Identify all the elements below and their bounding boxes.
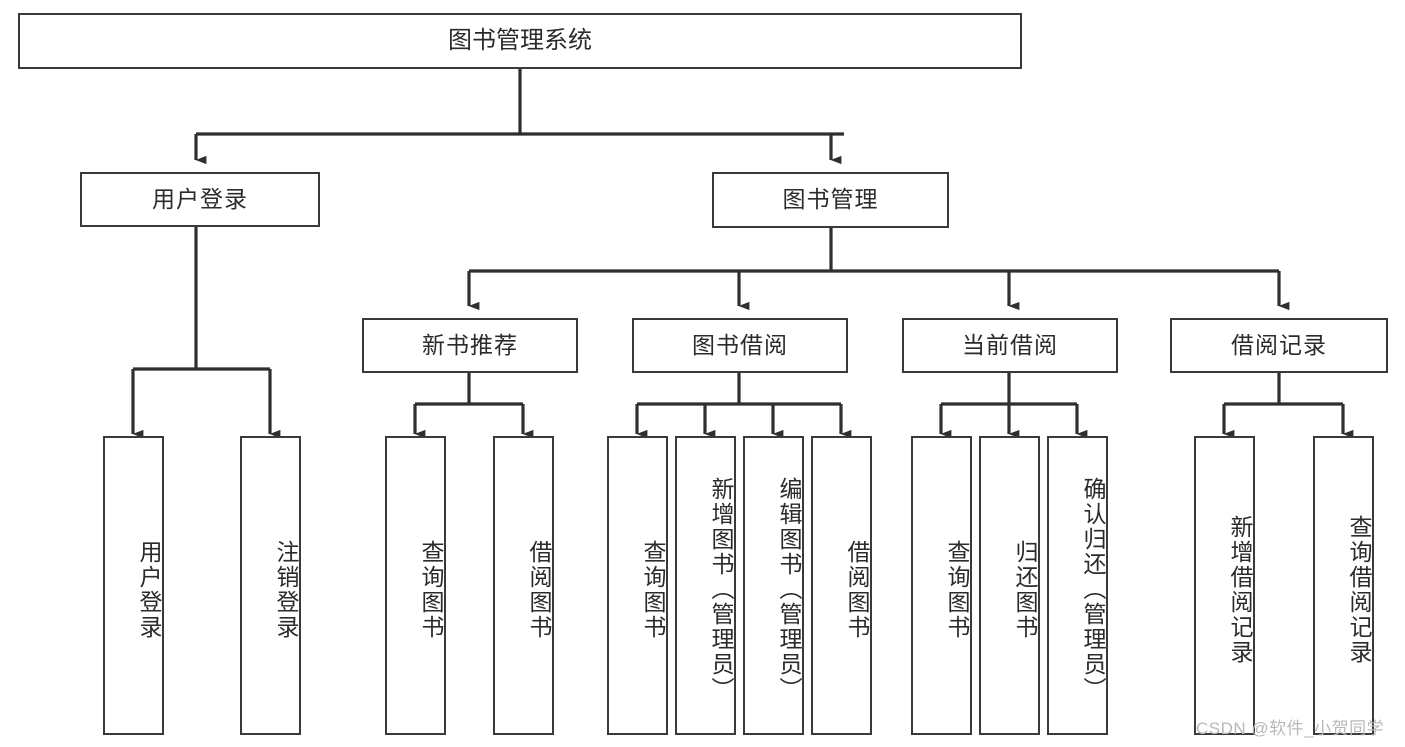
node-new-book-recommend-label: 新书推荐 xyxy=(422,331,518,358)
leaf-user-login[interactable]: 用户登录 xyxy=(103,436,164,735)
node-current-borrow[interactable]: 当前借阅 xyxy=(902,318,1118,373)
leaf-add-record-label: 新增借阅记录 xyxy=(1227,514,1253,665)
node-book-management-label: 图书管理 xyxy=(782,186,879,213)
leaf-return-book-label: 归还图书 xyxy=(1012,539,1038,640)
leaf-query-book-3-label: 查询图书 xyxy=(944,539,970,640)
leaf-query-book-3[interactable]: 查询图书 xyxy=(911,436,972,735)
leaf-query-record[interactable]: 查询借阅记录 xyxy=(1313,436,1374,735)
node-user-login-label: 用户登录 xyxy=(152,185,248,212)
leaf-add-book[interactable]: 新增图书（管理员） xyxy=(675,436,736,735)
leaf-borrow-book-1[interactable]: 借阅图书 xyxy=(493,436,554,735)
node-new-book-recommend[interactable]: 新书推荐 xyxy=(362,318,578,373)
node-user-login[interactable]: 用户登录 xyxy=(80,172,320,227)
leaf-confirm-return-label: 确认归还（管理员） xyxy=(1080,477,1106,702)
leaf-confirm-return[interactable]: 确认归还（管理员） xyxy=(1047,436,1108,735)
leaf-query-record-label: 查询借阅记录 xyxy=(1346,514,1372,665)
leaf-query-book-1-label: 查询图书 xyxy=(418,539,444,640)
node-book-borrow-label: 图书借阅 xyxy=(692,331,788,358)
node-current-borrow-label: 当前借阅 xyxy=(962,331,1058,358)
leaf-edit-book-label: 编辑图书（管理员） xyxy=(776,477,802,702)
leaf-borrow-book-1-label: 借阅图书 xyxy=(526,539,552,640)
node-root[interactable]: 图书管理系统 xyxy=(18,13,1022,69)
leaf-edit-book[interactable]: 编辑图书（管理员） xyxy=(743,436,804,735)
watermark: CSDN @软件_小贺同学 xyxy=(1196,719,1385,738)
leaf-borrow-book-2-label: 借阅图书 xyxy=(844,539,870,640)
leaf-logout-label: 注销登录 xyxy=(273,539,299,640)
leaf-add-record[interactable]: 新增借阅记录 xyxy=(1194,436,1255,735)
leaf-add-book-label: 新增图书（管理员） xyxy=(708,477,734,702)
leaf-query-book-2[interactable]: 查询图书 xyxy=(607,436,668,735)
node-root-label: 图书管理系统 xyxy=(448,26,592,54)
leaf-query-book-2-label: 查询图书 xyxy=(640,539,666,640)
leaf-user-login-label: 用户登录 xyxy=(136,539,162,640)
node-borrow-record-label: 借阅记录 xyxy=(1231,331,1327,358)
leaf-borrow-book-2[interactable]: 借阅图书 xyxy=(811,436,872,735)
leaf-logout[interactable]: 注销登录 xyxy=(240,436,301,735)
leaf-query-book-1[interactable]: 查询图书 xyxy=(385,436,446,735)
node-borrow-record[interactable]: 借阅记录 xyxy=(1170,318,1388,373)
node-book-management[interactable]: 图书管理 xyxy=(712,172,949,228)
node-book-borrow[interactable]: 图书借阅 xyxy=(632,318,848,373)
leaf-return-book[interactable]: 归还图书 xyxy=(979,436,1040,735)
